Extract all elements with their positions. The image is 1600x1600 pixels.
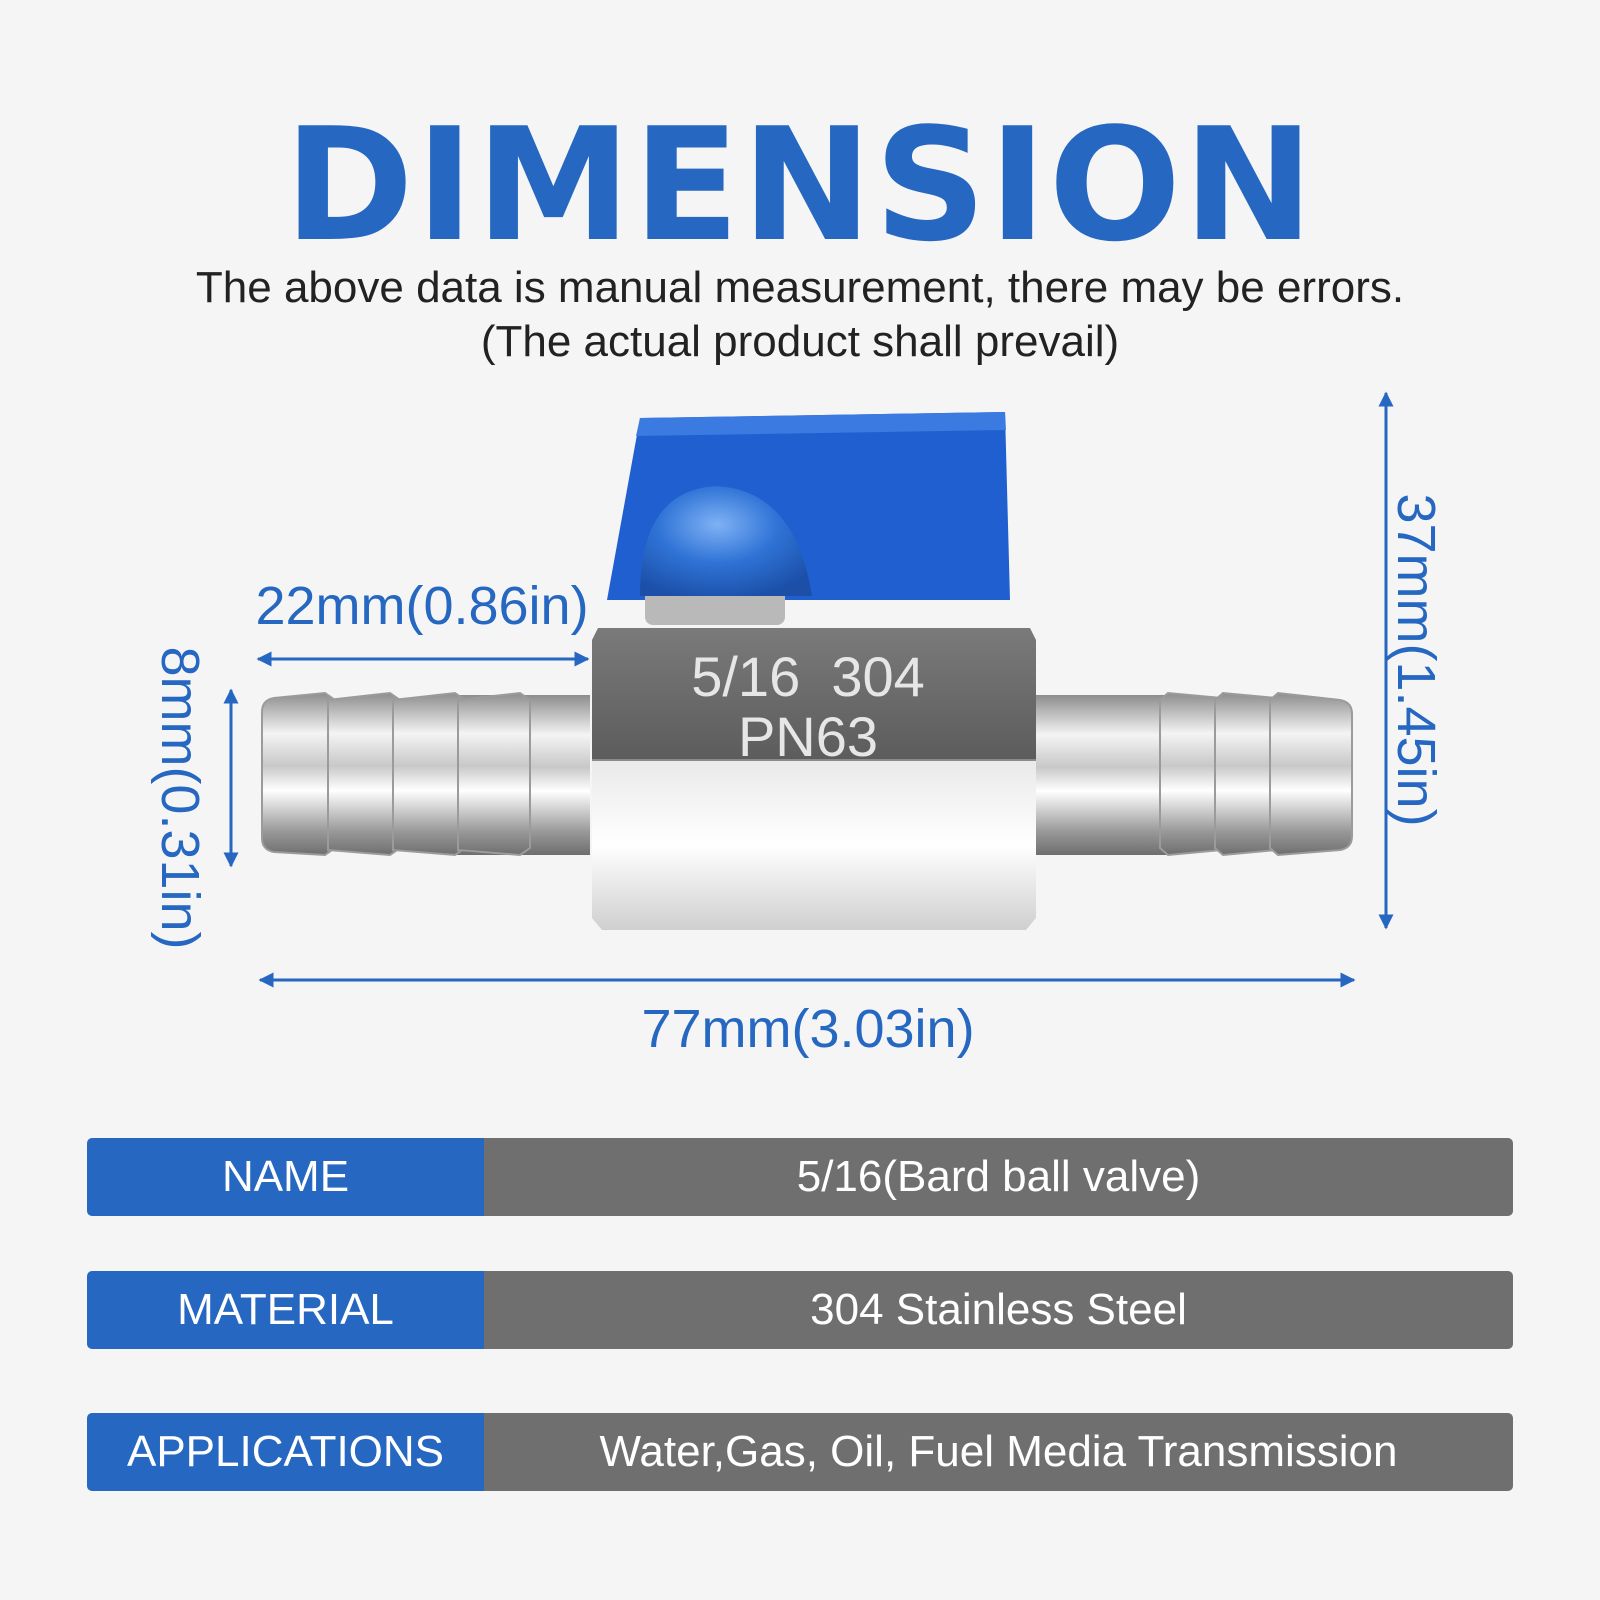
valve-body (592, 628, 1036, 930)
spec-row-name: NAME 5/16(Bard ball valve) (87, 1138, 1513, 1216)
valve-dimension-diagram: 5/16 304 PN63 22mm(0.86in) 8mm(0.31in) 3… (150, 391, 1446, 1059)
height-label: 37mm(1.45in) (1386, 493, 1446, 826)
spec-row-applications: APPLICATIONS Water,Gas, Oil, Fuel Media … (87, 1413, 1513, 1491)
valve-stamp-pressure: PN63 (738, 705, 878, 768)
disclaimer-line-2: (The actual product shall prevail) (480, 317, 1120, 366)
spec-value: Water,Gas, Oil, Fuel Media Transmission (484, 1413, 1513, 1491)
disclaimer-line-1: The above data is manual measurement, th… (195, 263, 1405, 312)
spec-value: 5/16(Bard ball valve) (484, 1138, 1513, 1216)
valve-stamp-size: 5/16 304 (691, 645, 925, 708)
spec-row-material: MATERIAL 304 Stainless Steel (87, 1271, 1513, 1349)
spec-value: 304 Stainless Steel (484, 1271, 1513, 1349)
barb-diameter-label: 8mm(0.31in) (150, 646, 210, 949)
right-hose-barb (1032, 691, 1353, 857)
left-hose-barb (261, 691, 590, 857)
page-title: DIMENSION (284, 94, 1316, 276)
spec-key: MATERIAL (87, 1271, 484, 1349)
spec-key: APPLICATIONS (87, 1413, 484, 1491)
valve-handle (607, 412, 1010, 625)
total-length-label: 77mm(3.03in) (641, 999, 974, 1059)
barb-length-label: 22mm(0.86in) (255, 576, 588, 636)
spec-key: NAME (87, 1138, 484, 1216)
